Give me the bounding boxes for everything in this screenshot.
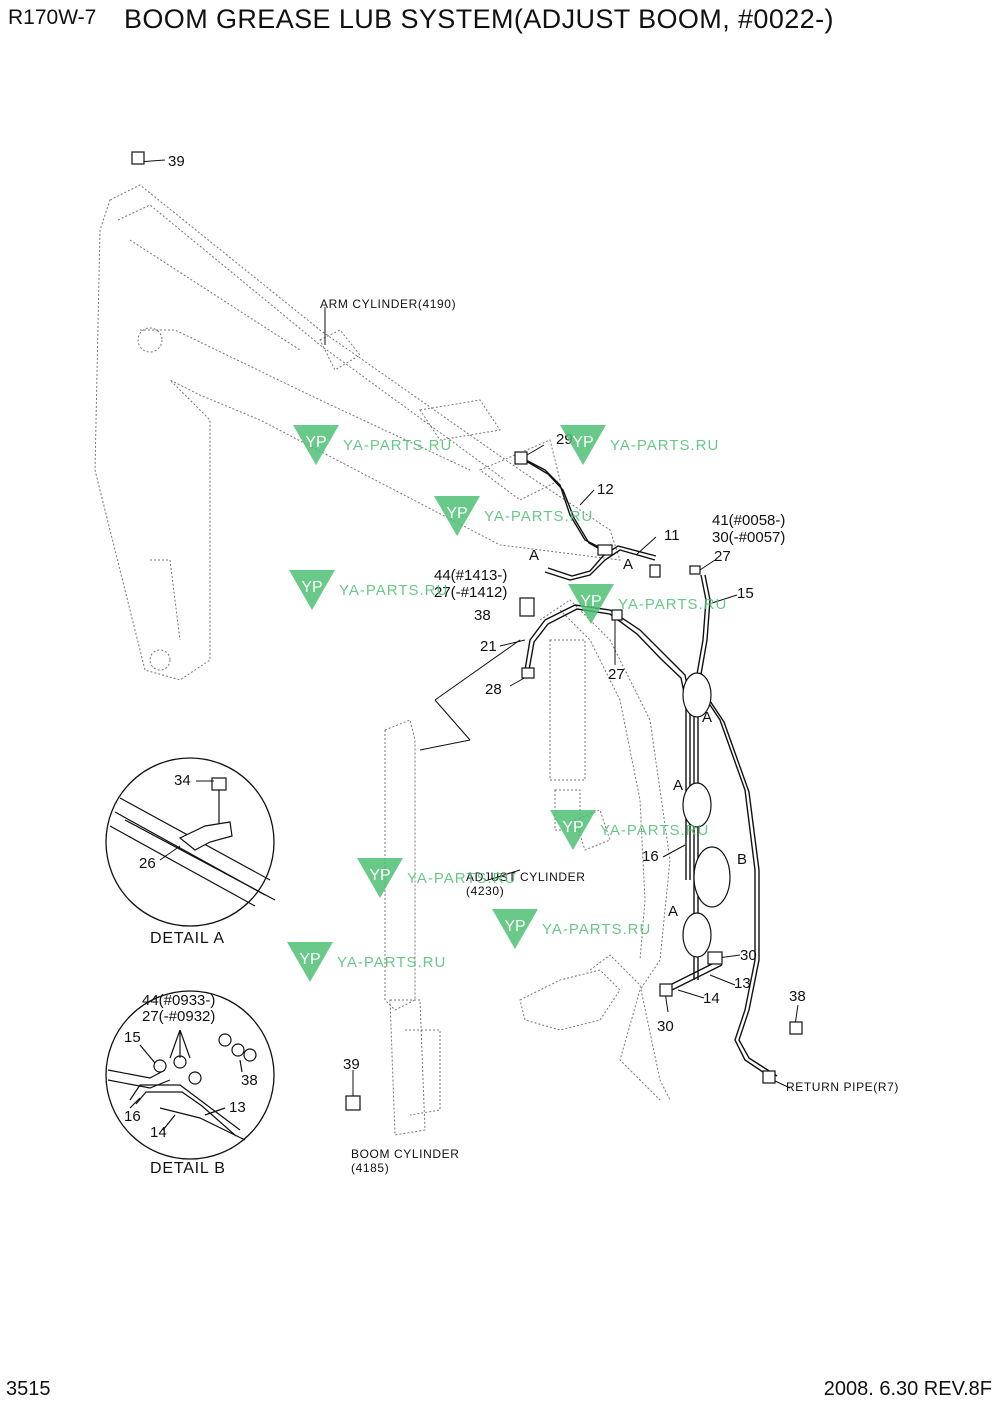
yp-logo-icon: YP	[550, 810, 596, 850]
yp-logo-glyph: YP	[305, 434, 326, 451]
watermark-text: YA-PARTS.RU	[337, 953, 447, 971]
callout-A-5: A	[668, 903, 679, 920]
watermark-text: YA-PARTS.RU	[618, 595, 728, 613]
callout-11: 11	[664, 527, 680, 544]
callout-15-b: 15	[124, 1029, 141, 1046]
return-pipe-label: RETURN PIPE(R7)	[786, 1080, 900, 1094]
page-title: BOOM GREASE LUB SYSTEM(ADJUST BOOM, #002…	[124, 4, 834, 34]
callout-38-b: 38	[789, 988, 806, 1005]
revision-date: 2008. 6.30 REV.8F	[823, 1378, 992, 1400]
watermark-text: YA-PARTS.RU	[600, 821, 710, 839]
callout-A-2: A	[623, 556, 634, 573]
callout-12: 12	[597, 481, 614, 498]
yp-logo-icon: YP	[293, 425, 339, 465]
watermark: YP YA-PARTS.RU	[434, 496, 593, 536]
callout-B: B	[737, 851, 748, 868]
detail-b-drawing	[105, 990, 275, 1160]
watermark-text: YA-PARTS.RU	[339, 581, 449, 599]
callout-14-b: 14	[150, 1124, 167, 1141]
watermark-text: YA-PARTS.RU	[610, 436, 720, 454]
watermark: YP YA-PARTS.RU	[568, 584, 727, 624]
watermark-text: YA-PARTS.RU	[343, 436, 453, 454]
yp-logo-glyph: YP	[562, 819, 583, 836]
boom-arm-outline	[94, 184, 671, 1136]
callout-34: 34	[174, 772, 191, 789]
boom-cylinder-code: (4185)	[351, 1161, 390, 1175]
watermark: YP YA-PARTS.RU	[357, 858, 516, 898]
yp-logo-icon: YP	[287, 942, 333, 982]
callout-16: 16	[642, 848, 659, 865]
arm-cylinder-label: ARM CYLINDER(4190)	[320, 297, 457, 311]
fittings	[131, 151, 803, 1111]
yp-logo-glyph: YP	[504, 918, 525, 935]
yp-logo-glyph: YP	[369, 867, 390, 884]
callout-A-4: A	[673, 777, 684, 794]
callout-13-b: 13	[229, 1099, 246, 1116]
callout-14: 14	[703, 990, 720, 1007]
yp-logo-glyph: YP	[580, 593, 601, 610]
callout-38-c: 38	[241, 1072, 258, 1089]
callout-27-b: 27(-#1412)	[434, 584, 508, 601]
clamps	[682, 672, 731, 958]
detail-a-drawing	[105, 757, 276, 927]
yp-logo-glyph: YP	[301, 579, 322, 596]
watermark: YP YA-PARTS.RU	[287, 942, 446, 982]
callout-39-bottom: 39	[343, 1056, 360, 1073]
callout-27-d: 27(-#0932)	[142, 1008, 216, 1025]
callout-27-c: 27	[608, 666, 625, 683]
callout-A-3: A	[702, 709, 713, 726]
yp-logo-icon: YP	[434, 496, 480, 536]
callout-28: 28	[485, 681, 502, 698]
callout-13: 13	[734, 975, 751, 992]
boom-cylinder-label: BOOM CYLINDER	[351, 1147, 460, 1161]
callout-41: 41(#0058-)	[712, 512, 786, 529]
adjust-cylinder-label: ADJUST CYLINDER	[466, 870, 586, 884]
yp-logo-icon: YP	[492, 909, 538, 949]
callout-A-1: A	[529, 547, 540, 564]
grease-lines	[521, 457, 778, 1081]
callout-44-b: 44(#0933-)	[142, 992, 216, 1009]
yp-logo-glyph: YP	[299, 951, 320, 968]
callout-30-a: 30(-#0057)	[712, 529, 786, 546]
leader-lines	[137, 159, 799, 1098]
watermark-text: YA-PARTS.RU	[407, 869, 517, 887]
watermark: YP YA-PARTS.RU	[560, 425, 719, 465]
callout-30-c: 30	[657, 1018, 674, 1035]
yp-logo-icon: YP	[560, 425, 606, 465]
watermark-text: YA-PARTS.RU	[542, 920, 652, 938]
callout-21: 21	[480, 638, 497, 655]
yp-logo-icon: YP	[357, 858, 403, 898]
callout-27-a: 27	[714, 548, 731, 565]
callout-26: 26	[139, 855, 156, 872]
watermark: YP YA-PARTS.RU	[550, 810, 709, 850]
callout-15: 15	[737, 585, 754, 602]
callout-44: 44(#1413-)	[434, 567, 508, 584]
watermark-text: YA-PARTS.RU	[484, 507, 594, 525]
watermark: YP YA-PARTS.RU	[293, 425, 452, 465]
adjust-cylinder-code: (4230)	[466, 884, 505, 898]
yp-logo-icon: YP	[568, 584, 614, 624]
yp-logo-glyph: YP	[446, 505, 467, 522]
model-code: R170W-7	[8, 6, 97, 29]
callout-30-b: 30	[740, 947, 757, 964]
detail-b-title: DETAIL B	[150, 1160, 226, 1177]
detail-a-title: DETAIL A	[150, 930, 225, 947]
callout-16-b: 16	[124, 1108, 141, 1125]
yp-logo-glyph: YP	[572, 434, 593, 451]
yp-logo-icon: YP	[289, 570, 335, 610]
watermark: YP YA-PARTS.RU	[289, 570, 448, 610]
callout-38-a: 38	[474, 607, 491, 624]
watermark: YP YA-PARTS.RU	[492, 909, 651, 949]
callout-39-top: 39	[168, 153, 185, 170]
page-number: 3515	[6, 1378, 51, 1400]
